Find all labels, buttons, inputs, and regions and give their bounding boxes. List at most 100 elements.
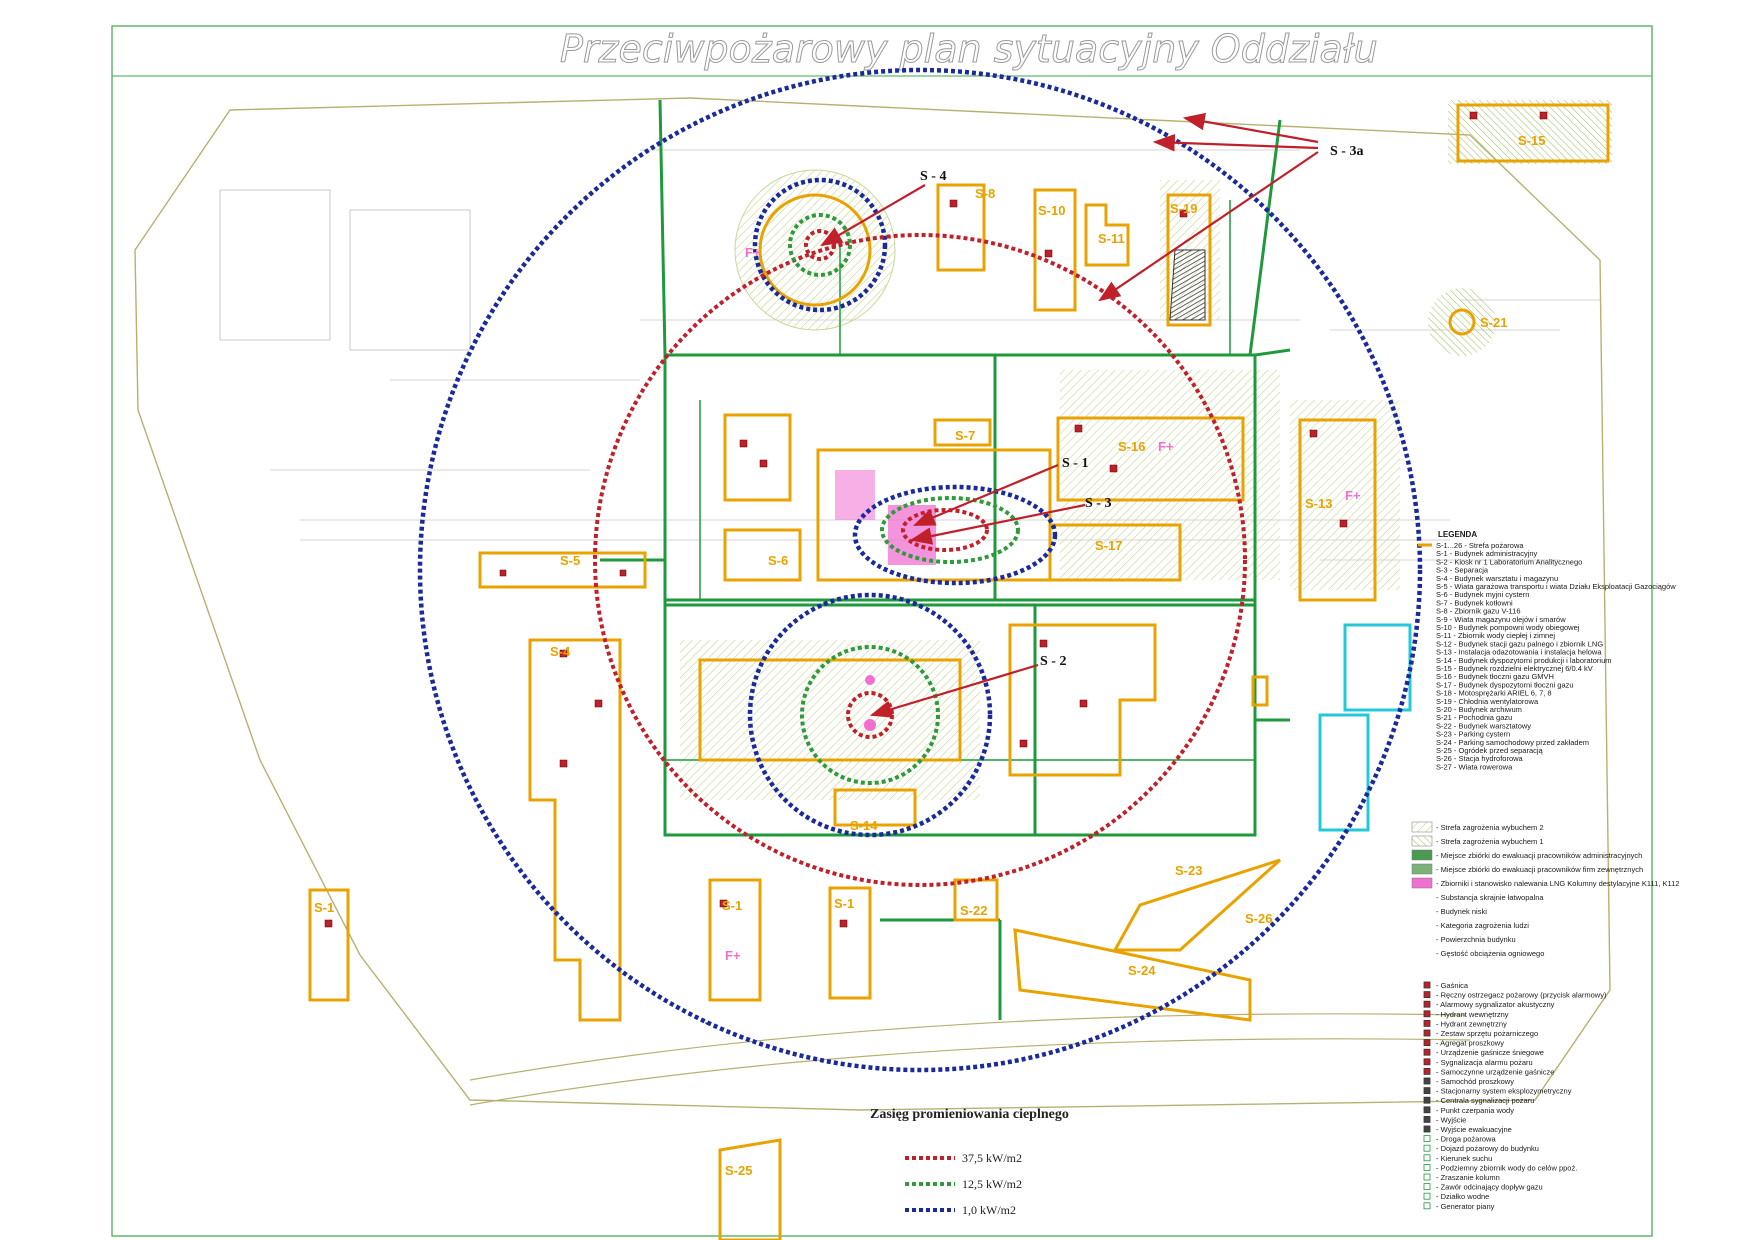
legend-symbol-icon — [1423, 1135, 1431, 1142]
equipment-mark — [619, 569, 627, 577]
label-s11: S-11 — [1098, 231, 1125, 246]
road-outline — [469, 1013, 1466, 1081]
equipment-mark — [719, 899, 728, 908]
legend-symbol-row-12: - Stacjonarny system eksplozymetryczny — [1436, 1087, 1572, 1096]
label-s14: S-14 — [850, 818, 878, 833]
legend-symbol-row-2: - Ręczny ostrzegacz pożarowy (przycisk a… — [1436, 991, 1607, 1000]
label-s5: S-5 — [560, 553, 580, 568]
legend-symbol-row-3: - Alarmowy sygnalizator akustyczny — [1436, 1000, 1555, 1009]
label-s7: S-7 — [955, 428, 975, 443]
cyan-box-2 — [1318, 713, 1370, 832]
radiation-12kw-s3 — [880, 496, 1020, 564]
equipment-mark — [759, 459, 768, 468]
legend-zone-row-11: S-10 - Budynek pompowni wody obiegowej — [1436, 623, 1580, 632]
road-outline-3 — [219, 189, 471, 351]
legend-zone-row-18: S-17 - Budynek dyspozytorni tłoczni gazu — [1436, 680, 1574, 689]
legend-patch-row-2: - Strefa zagrożenia wybuchem 1 — [1436, 837, 1544, 846]
equipment-mark — [559, 649, 568, 658]
legend-symbol-row-4: - Hydrant wewnętrzny — [1436, 1010, 1509, 1019]
legend-symbol-icon — [1423, 1010, 1431, 1018]
legend-symbol-icon — [1423, 1154, 1431, 1162]
legend-zone-row-22: S-21 - Pochodnia gazu — [1436, 713, 1512, 722]
ex-zone-s15 — [1448, 100, 1612, 164]
legend-symbol-icon — [1423, 1077, 1431, 1085]
equipment-mark — [839, 919, 848, 928]
legend-symbol-row-8: - Urządzenie gaśnicze śniegowe — [1436, 1048, 1544, 1057]
legend-symbol-row-10: - Samoczynne urządzenie gaśnicze — [1436, 1067, 1554, 1076]
legend-symbol-row-23: - Działko wodne — [1436, 1192, 1489, 1201]
zone-s13-outline — [1298, 418, 1377, 602]
arrow-s2 — [869, 663, 1039, 718]
label-s21: S-21 — [1480, 315, 1507, 330]
legend-zone-row-2: S-1 - Budynek administracyjny — [1436, 549, 1538, 558]
radiation-1kw-s2 — [747, 592, 993, 838]
equipment-mark — [1469, 111, 1478, 120]
zone-s-top-outline — [933, 418, 992, 447]
legend-patch-row-6: - Substancja skrajnie łatwopalna — [1436, 893, 1544, 902]
equipment-mark — [1339, 519, 1348, 528]
zone-s4-outline — [528, 638, 622, 1022]
legend-patch-row-4: - Miejsce zbiórki do ewakuacji pracownik… — [1436, 865, 1643, 874]
legend-symbol-icon — [1423, 1029, 1431, 1037]
site-boundary — [134, 97, 1611, 1111]
legend-zone-row-14: S-13 - Instalacja odazotowania i instala… — [1436, 648, 1602, 657]
legend-zone-row-16: S-15 - Budynek rozdzielni elektrycznej 6… — [1436, 664, 1593, 673]
lng-marker — [864, 719, 876, 731]
legend-zone-row-12: S-11 - Zbiornik wody ciepłej i zimnej — [1436, 631, 1555, 640]
equipment-mark — [1179, 209, 1188, 218]
heat-label-12: 12,5 kW/m2 — [962, 1177, 1022, 1191]
legend-patch-row-1: - Strefa zagrożenia wybuchem 2 — [1436, 823, 1544, 832]
label-s4: S-4 — [550, 644, 571, 659]
legend-symbol-row-5: - Hydrant zewnętrzny — [1436, 1019, 1507, 1028]
equipment-mark — [1044, 249, 1053, 258]
legend-symbol-icon — [1423, 991, 1431, 998]
label-s26: S-26 — [1245, 911, 1272, 926]
legend-patch-row-9: - Powierzchnia budynku — [1436, 935, 1516, 944]
ex-zone-s13 — [1290, 400, 1400, 590]
equipment-mark — [499, 569, 507, 577]
equipment-mark — [594, 699, 603, 708]
legend-symbol-icon — [1423, 1068, 1431, 1075]
marker-s4: S - 4 — [920, 169, 946, 184]
legend-symbol-row-1: - Gaśnica — [1436, 981, 1469, 990]
zone-s1-far-outline — [308, 888, 350, 1002]
legend-symbol-row-6: - Zestaw sprzętu pożarniczego — [1436, 1029, 1538, 1038]
legend-symbol-icon — [1423, 1173, 1431, 1181]
zone-s22-outline — [953, 878, 999, 922]
legend-symbol-icon — [1423, 1164, 1431, 1171]
legend-symbol-row-16: - Wyjście ewakuacyjne — [1436, 1125, 1512, 1134]
equipment-mark — [324, 919, 333, 928]
arrow-s3a-2 — [1098, 151, 1319, 302]
legend-symbol-icon — [1423, 1192, 1431, 1200]
zone-s8-outline — [936, 183, 986, 272]
equipment-mark — [1109, 464, 1118, 473]
equipment-mark — [1039, 639, 1048, 648]
zone-s1-b-outline — [828, 886, 872, 1000]
radiation-1kw-s4 — [752, 177, 888, 313]
legend-symbol-icon — [1423, 1202, 1431, 1210]
arrow-s3 — [909, 503, 1086, 545]
fire-road-network — [600, 99, 1291, 1020]
substance-mark-s16: F+ — [1158, 439, 1174, 454]
zone-s25-outline — [718, 1138, 782, 1240]
legend-symbol-icon — [1423, 1058, 1431, 1066]
legend-zone-row-8: S-7 - Budynek kotłowni — [1436, 598, 1513, 607]
zone-s24-outline — [1013, 928, 1252, 1022]
legend-patch-row-10: - Gęstość obciążenia ogniowego — [1436, 949, 1544, 958]
heat-radiation-title: Zasięg promieniowania cieplnego — [870, 1107, 1069, 1122]
equipment-mark — [1539, 111, 1548, 120]
legend-symbol-row-22: - Zawór odcinający dopływ gazu — [1436, 1183, 1543, 1192]
heat-label-1: 1,0 kW/m2 — [962, 1203, 1016, 1217]
marker-s2: S - 2 — [1040, 654, 1066, 669]
sheet-frame — [111, 25, 1653, 1237]
legend-symbol-icon — [1423, 981, 1431, 989]
legend-zone-row-6: S-5 - Wiata garażowa transportu i wiata … — [1436, 582, 1676, 591]
legend-symbol-row-19: - Kierunek suchu — [1436, 1154, 1492, 1163]
label-s16: S-16 — [1118, 439, 1145, 454]
arrow-s3a-1 — [1182, 112, 1319, 144]
equipment-mark — [1074, 424, 1083, 433]
zone-s5-outline — [478, 551, 647, 589]
legend-zone-row-28: S-27 - Wiata rowerowa — [1436, 762, 1513, 771]
legend-symbol-icon — [1423, 1106, 1431, 1114]
